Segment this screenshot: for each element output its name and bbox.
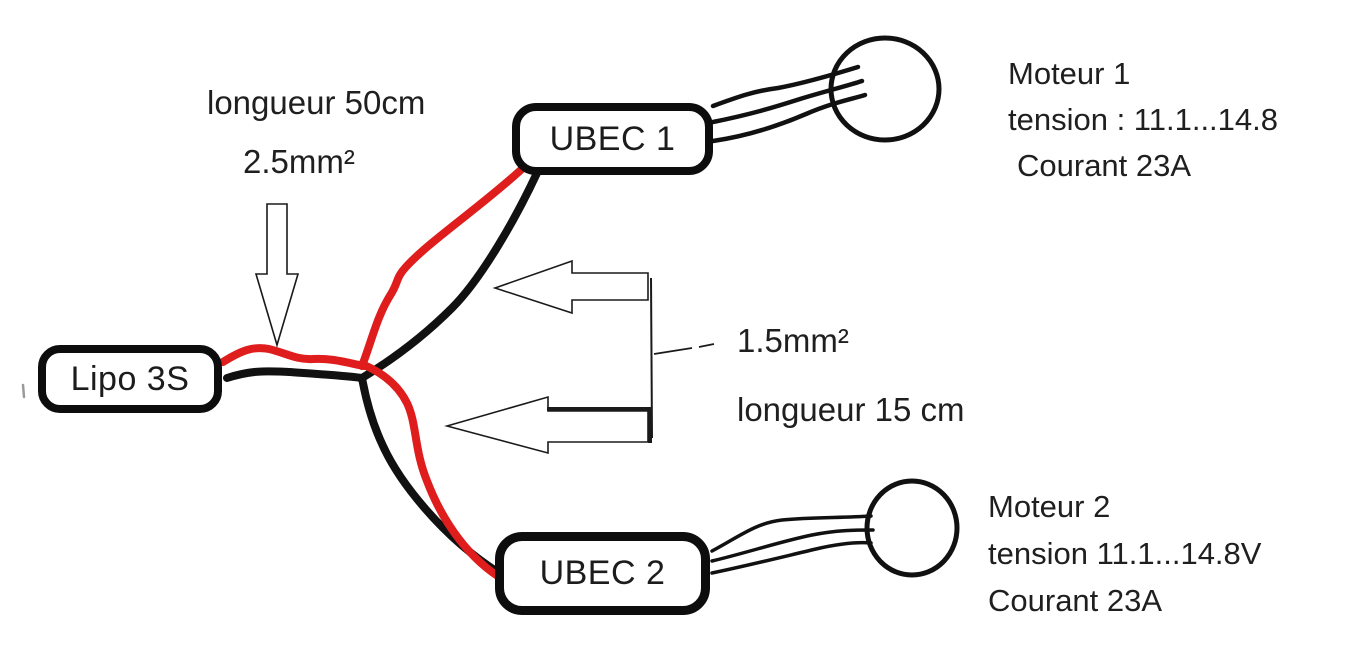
motor1-title: Moteur 1 bbox=[1008, 56, 1131, 91]
motor1-courant: Courant 23A bbox=[1017, 148, 1192, 183]
ubec1-box: UBEC 1 bbox=[512, 103, 713, 175]
motor2-info: Moteur 2 tension 11.1...14.8V Courant 23… bbox=[988, 483, 1261, 624]
motor1-tension: tension : 11.1...14.8 bbox=[1008, 102, 1279, 137]
red-wires bbox=[219, 164, 527, 584]
black-wire-battery bbox=[223, 367, 366, 382]
down-arrow bbox=[254, 203, 300, 348]
motor1-info: Moteur 1 tension : 11.1...14.8 Courant 2… bbox=[1008, 51, 1278, 189]
red-wire-to-ubec1 bbox=[358, 164, 527, 370]
motor1-circle bbox=[828, 35, 942, 143]
stray-mark bbox=[21, 383, 26, 399]
ubec1-label: UBEC 1 bbox=[549, 119, 676, 158]
ubec2-label: UBEC 2 bbox=[539, 554, 666, 592]
motor2-wires bbox=[710, 514, 875, 575]
battery-box: Lipo 3S bbox=[38, 345, 222, 413]
black-wire-to-ubec1 bbox=[358, 169, 541, 382]
left-arrow-bottom bbox=[444, 395, 649, 455]
motor2-title: Moteur 2 bbox=[988, 489, 1111, 524]
leader-line bbox=[653, 343, 715, 355]
battery-label: Lipo 3S bbox=[70, 359, 190, 398]
red-wire-to-ubec2 bbox=[360, 361, 508, 584]
black-wire-to-ubec2 bbox=[358, 374, 503, 577]
left-arrow-top bbox=[492, 259, 649, 315]
branch-wire-length-label: longueur 15 cm bbox=[737, 391, 965, 428]
red-wire-battery bbox=[219, 344, 368, 370]
motor2-courant: Courant 23A bbox=[988, 583, 1163, 618]
motor2-circle bbox=[864, 478, 960, 578]
ubec2-box: UBEC 2 bbox=[495, 532, 710, 615]
main-wire-length-label: longueur 50cm bbox=[207, 84, 426, 121]
left-arrow-bottom-heavy-edge bbox=[547, 407, 652, 443]
motor2-tension: tension 11.1...14.8V bbox=[988, 536, 1262, 571]
branch-wire-gauge-label: 1.5mm² bbox=[737, 322, 849, 359]
main-wire-gauge-label: 2.5mm² bbox=[243, 143, 355, 180]
motor1-wires bbox=[710, 64, 868, 144]
bracket-line bbox=[650, 277, 653, 439]
